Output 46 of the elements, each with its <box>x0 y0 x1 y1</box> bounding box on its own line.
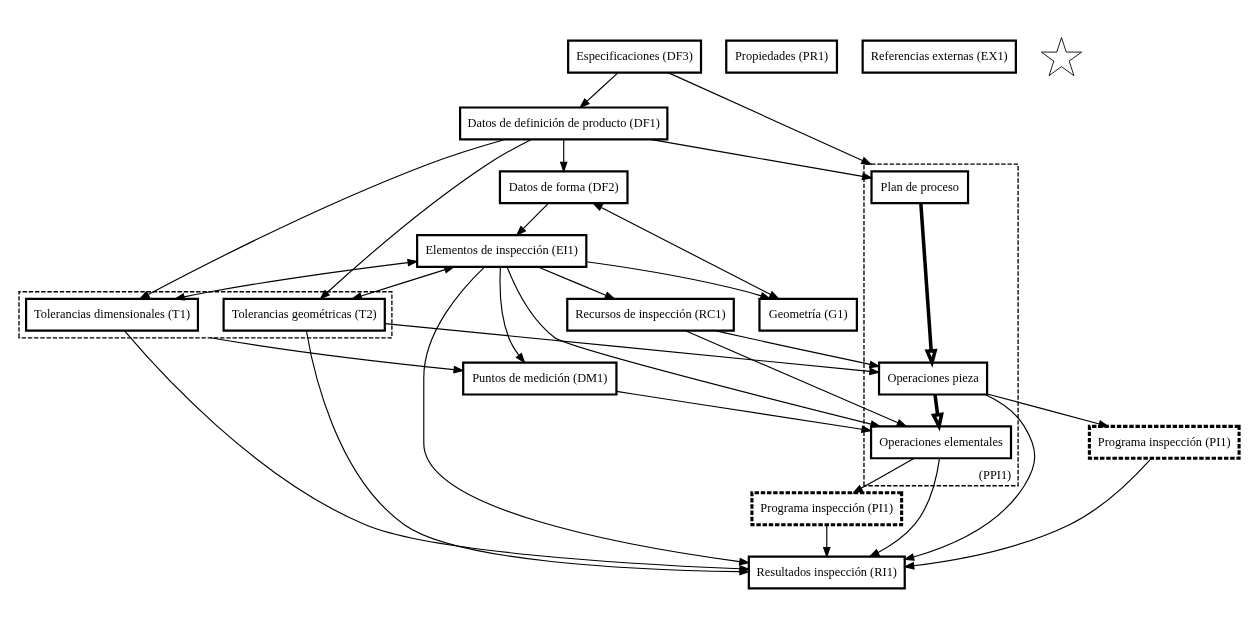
node-box: Datos de forma (DF2) <box>498 169 629 204</box>
arrow <box>685 329 908 427</box>
arrow <box>384 322 881 375</box>
arrow <box>715 329 881 368</box>
arrow <box>615 390 873 433</box>
node-box: Operaciones pieza <box>877 361 989 396</box>
arrow <box>851 457 915 494</box>
arrow <box>319 138 532 300</box>
node-box: Programa inspección (PI1) <box>750 490 904 526</box>
node-star <box>1040 36 1083 76</box>
node-box: Elementos de inspección (EI1) <box>416 233 588 268</box>
arrow <box>515 202 549 236</box>
arrow <box>903 393 1036 561</box>
arrow <box>350 265 456 300</box>
node-box: Tolerancias dimensionales (T1) <box>25 297 200 332</box>
node-box: Operaciones elementales <box>869 424 1013 459</box>
arrow <box>930 394 944 432</box>
arrow <box>173 258 419 301</box>
node-box: Propiedades (PR1) <box>725 39 839 74</box>
arrow <box>579 71 619 108</box>
arrow <box>209 336 465 374</box>
node-box: Plan de proceso <box>870 169 970 204</box>
arrow <box>868 457 941 557</box>
arrow <box>499 266 526 364</box>
node-box: Referencias externas (EX1) <box>861 39 1017 74</box>
arrow <box>591 202 781 299</box>
arrow <box>506 265 882 428</box>
arrow <box>586 260 772 299</box>
arrow <box>986 392 1110 428</box>
arrow <box>423 266 751 565</box>
node-box: Resultados inspección (RI1) <box>747 554 906 590</box>
node-box: Datos de definición de producto (DF1) <box>459 105 669 140</box>
arrow <box>919 202 938 368</box>
node-box: Especificaciones (DF3) <box>567 39 703 74</box>
arrow <box>537 265 616 299</box>
arrow <box>649 138 874 180</box>
arrow <box>138 138 506 300</box>
arrow <box>822 523 831 558</box>
node-box: Recursos de inspección (RC1) <box>566 297 735 332</box>
arrow <box>667 71 873 165</box>
arrow <box>559 138 568 173</box>
node-box: Tolerancias geométricas (T2) <box>222 297 386 332</box>
arrow <box>903 457 1152 570</box>
node-box: Puntos de medición (DM1) <box>462 361 618 396</box>
node-box: Geometría (G1) <box>758 297 858 332</box>
node-box: Programa inspección (PI1) <box>1087 424 1241 460</box>
